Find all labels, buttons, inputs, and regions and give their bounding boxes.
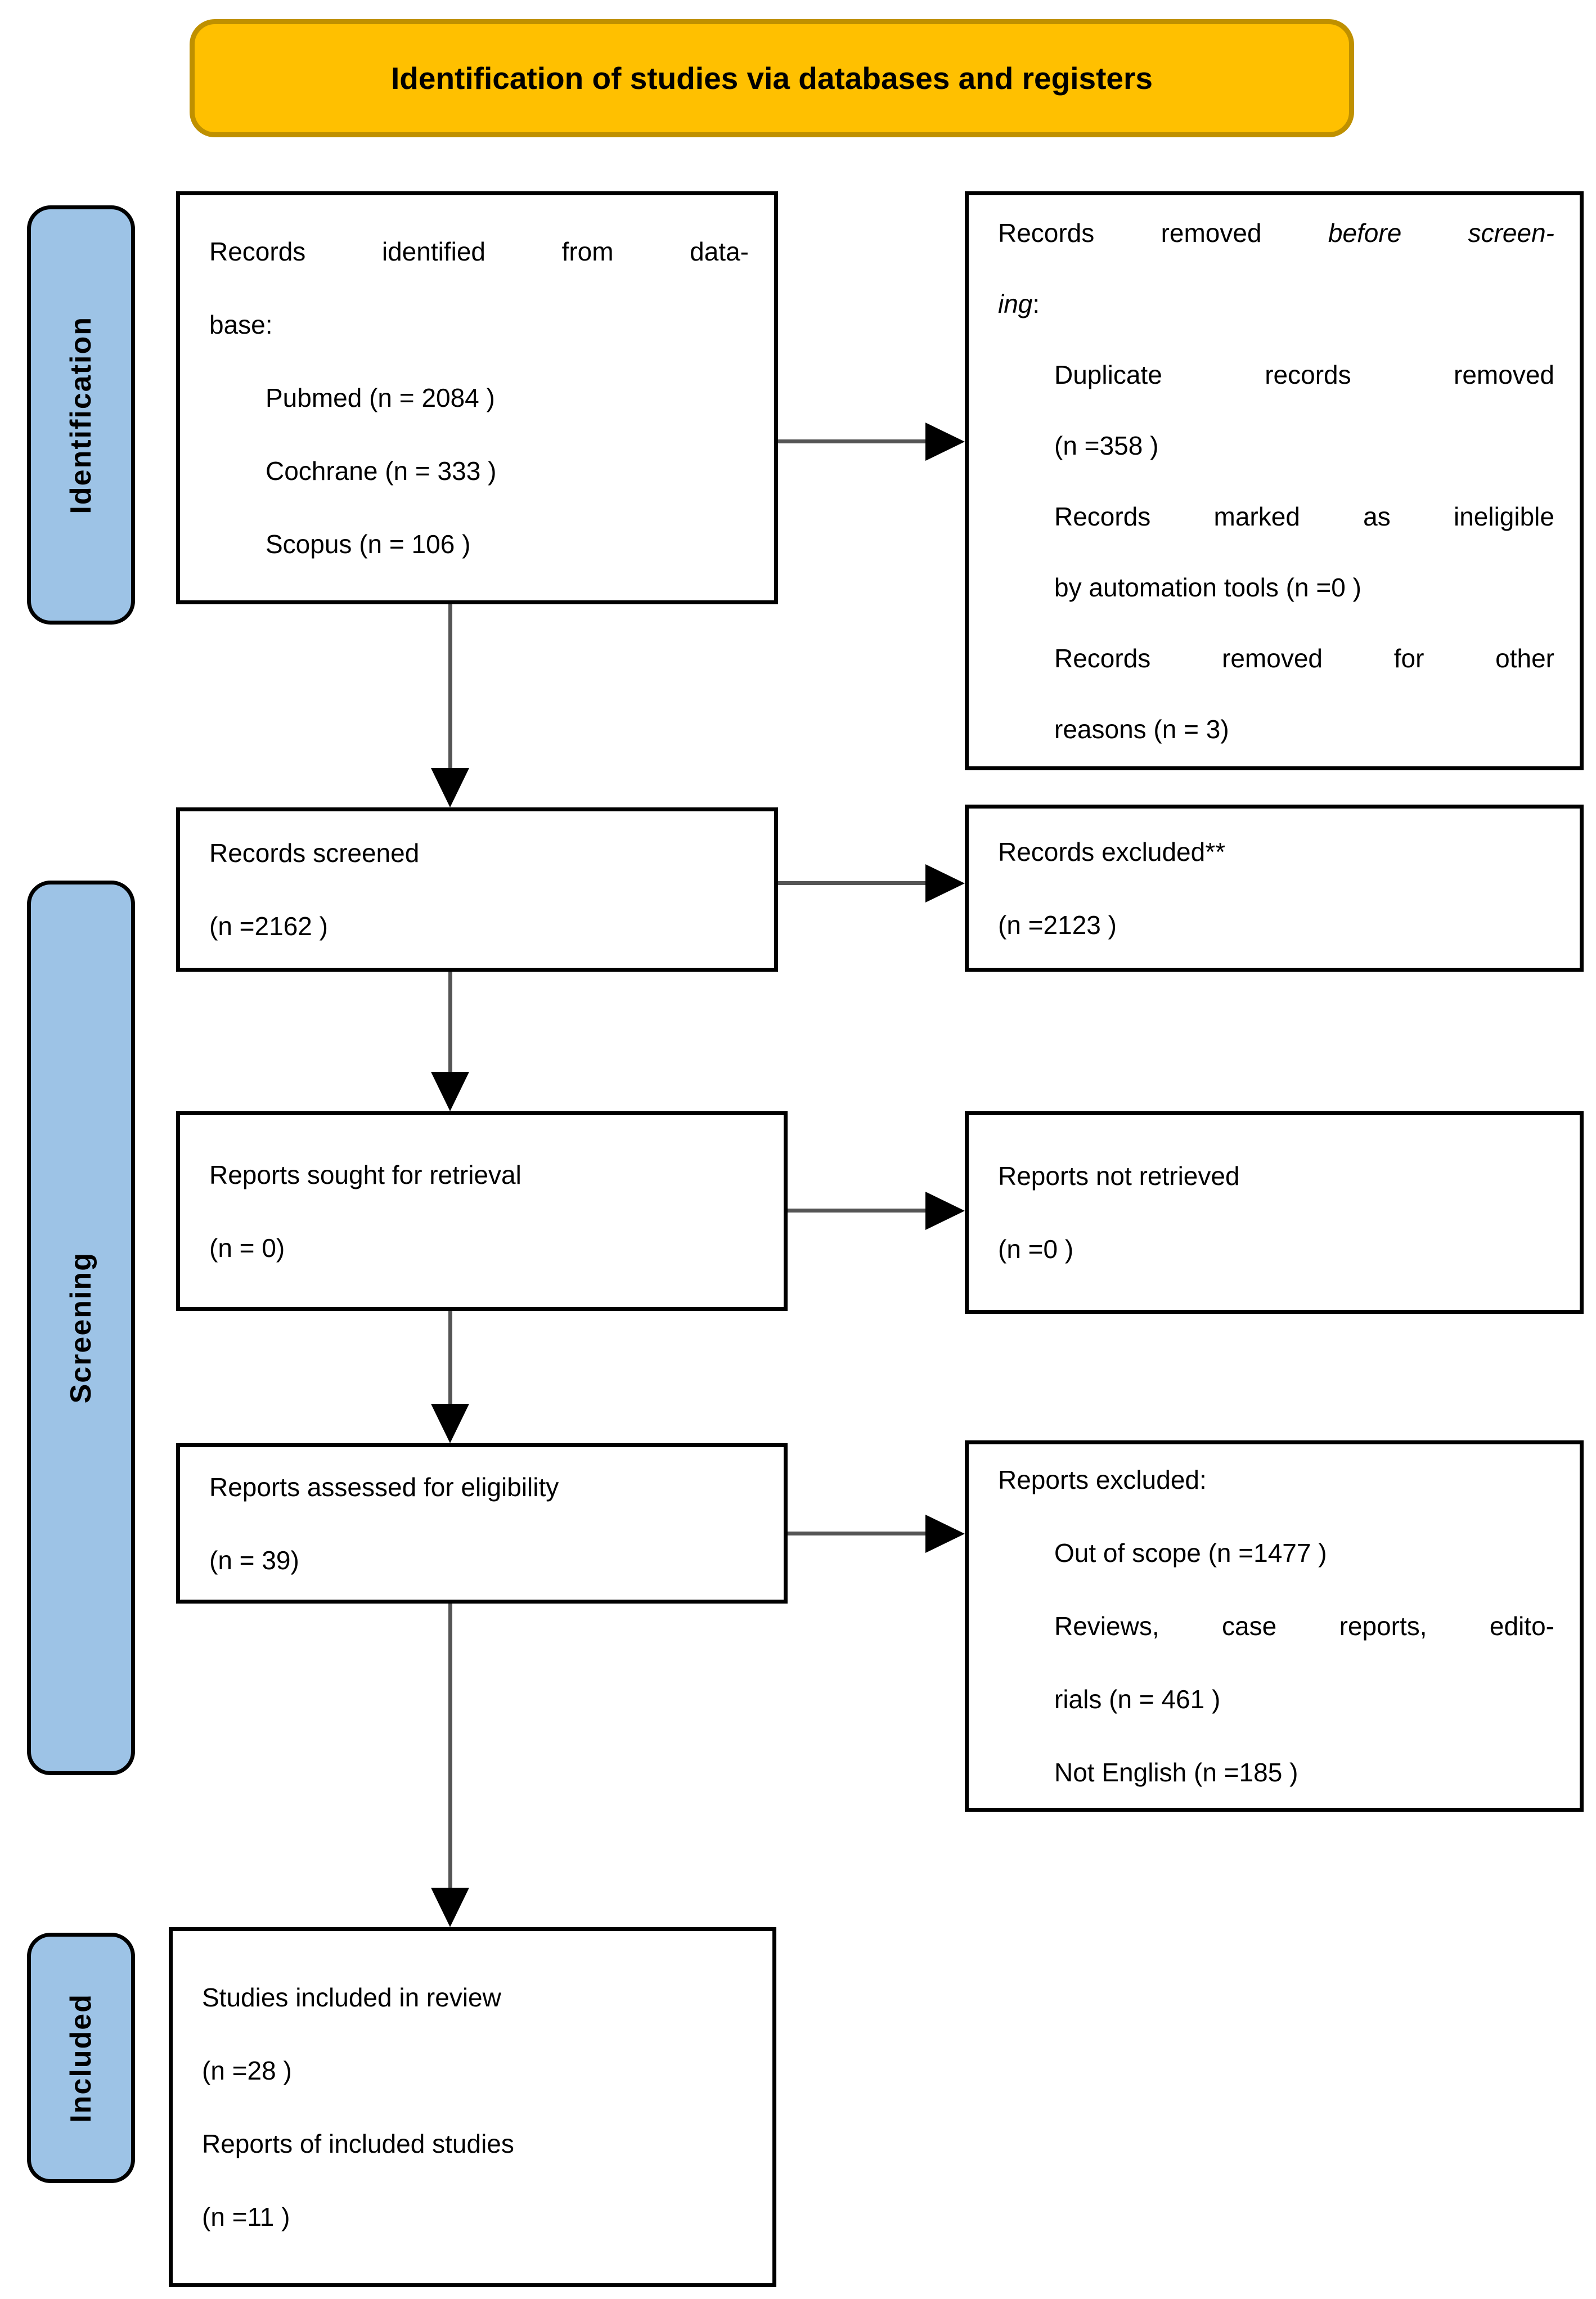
text-segment: reasons (n = 3) bbox=[1054, 714, 1229, 744]
box-studies-included-in-review: Studies included in review (n =28 ) Report… bbox=[169, 1927, 776, 2287]
box-records-identified: Records identified from data-base: Pubmed… bbox=[176, 191, 778, 604]
text-line: Studies included in review bbox=[202, 1961, 747, 2034]
arrow-assessed-to-included-line bbox=[448, 1604, 452, 1890]
text-line: Records excluded** bbox=[998, 815, 1554, 888]
text-line: Reports assessed for eligibility bbox=[209, 1451, 758, 1524]
text-segment: Reports sought for retrieval bbox=[209, 1160, 521, 1189]
text-line: (n =0 ) bbox=[998, 1213, 1554, 1286]
text-segment-italic: before screen- bbox=[1328, 218, 1554, 248]
arrow-screened-to-sought-line bbox=[448, 972, 452, 1074]
text-line: (n =2162 ) bbox=[209, 890, 749, 963]
text-segment: Records removed bbox=[998, 218, 1328, 248]
text-line: Records removed for other bbox=[998, 623, 1554, 694]
text-segment: (n =358 ) bbox=[1054, 430, 1159, 460]
text-line: (n =11 ) bbox=[202, 2180, 747, 2253]
text-line: reasons (n = 3) bbox=[998, 694, 1554, 765]
text-line: Cochrane (n = 333 ) bbox=[209, 434, 749, 508]
text-line: Records identified from data- bbox=[209, 215, 749, 288]
text-segment: Reviews, case reports, edito- bbox=[1054, 1611, 1554, 1641]
box-records-excluded: Records excluded** (n =2123 ) bbox=[965, 805, 1584, 972]
text-segment: Records marked as ineligible bbox=[1054, 501, 1554, 531]
text-line: rials (n = 461 ) bbox=[998, 1663, 1554, 1736]
arrow-screened-to-sought-head bbox=[431, 1072, 469, 1111]
text-line: Records marked as ineligible bbox=[998, 481, 1554, 552]
text-segment: (n = 0) bbox=[209, 1233, 285, 1263]
arrow-assessed-to-reportsexcluded-head bbox=[925, 1515, 965, 1553]
text-segment: Records removed for other bbox=[1054, 643, 1554, 673]
text-line: by automation tools (n =0 ) bbox=[998, 552, 1554, 623]
stage-label-identification-text: Identification bbox=[65, 316, 97, 514]
text-line: Reports excluded: bbox=[998, 1443, 1554, 1516]
text-line: Pubmed (n = 2084 ) bbox=[209, 361, 749, 434]
text-segment: Reports excluded: bbox=[998, 1465, 1207, 1494]
text-segment: (n =2162 ) bbox=[209, 911, 328, 941]
text-segment: (n =0 ) bbox=[998, 1234, 1074, 1264]
arrow-identified-to-screened-line bbox=[448, 604, 452, 770]
text-segment: Records excluded** bbox=[998, 837, 1226, 866]
arrow-assessed-to-included-head bbox=[431, 1888, 469, 1927]
arrow-assessed-to-reportsexcluded-line bbox=[788, 1532, 927, 1535]
text-segment: Studies included in review bbox=[202, 1983, 501, 2012]
box-reports-not-retrieved: Reports not retrieved (n =0 ) bbox=[965, 1111, 1584, 1314]
text-line: Scopus (n = 106 ) bbox=[209, 508, 749, 581]
text-line: Reports sought for retrieval bbox=[209, 1138, 758, 1211]
arrow-screened-to-excluded-head bbox=[925, 864, 965, 902]
text-line: (n = 0) bbox=[209, 1211, 758, 1285]
box-records-removed-before-screening: Records removed before screen-ing: Duplic… bbox=[965, 191, 1584, 770]
box-reports-assessed-for-eligibility: Reports assessed for eligibility (n = 39) bbox=[176, 1443, 788, 1604]
box-reports-excluded: Reports excluded: Out of scope (n =1477 )… bbox=[965, 1440, 1584, 1812]
text-segment: by automation tools (n =0 ) bbox=[1054, 572, 1361, 602]
stage-label-screening: Screening bbox=[27, 881, 135, 1775]
text-segment: (n =2123 ) bbox=[998, 910, 1117, 940]
arrow-identified-to-removed-line bbox=[778, 439, 927, 443]
text-segment: Cochrane (n = 333 ) bbox=[266, 456, 497, 486]
text-line: Records removed before screen- bbox=[998, 197, 1554, 268]
text-segment: (n =28 ) bbox=[202, 2056, 292, 2085]
text-segment: : bbox=[1032, 289, 1040, 318]
box-reports-sought-for-retrieval: Reports sought for retrieval (n = 0) bbox=[176, 1111, 788, 1311]
text-line: (n =358 ) bbox=[998, 410, 1554, 481]
text-line: (n = 39) bbox=[209, 1524, 758, 1597]
arrow-sought-to-assessed-head bbox=[431, 1404, 469, 1443]
text-segment: rials (n = 461 ) bbox=[1054, 1685, 1221, 1714]
text-segment: Records screened bbox=[209, 838, 420, 868]
box-records-screened: Records screened (n =2162 ) bbox=[176, 807, 778, 972]
text-segment: Reports assessed for eligibility bbox=[209, 1472, 559, 1502]
text-segment: Records identified from data- bbox=[209, 237, 749, 266]
stage-label-screening-text: Screening bbox=[65, 1252, 97, 1404]
arrow-identified-to-screened-head bbox=[431, 768, 469, 807]
text-segment: Out of scope (n =1477 ) bbox=[1054, 1538, 1327, 1568]
banner-title: Identification of studies via databases … bbox=[190, 19, 1354, 137]
arrow-sought-to-notretrieved-head bbox=[925, 1192, 965, 1230]
text-line: Reports not retrieved bbox=[998, 1139, 1554, 1213]
text-line: ing: bbox=[998, 268, 1554, 339]
text-segment: Pubmed (n = 2084 ) bbox=[266, 383, 495, 412]
text-line: Records screened bbox=[209, 816, 749, 890]
text-line: Not English (n =185 ) bbox=[998, 1736, 1554, 1809]
text-line: base: bbox=[209, 288, 749, 361]
text-segment: base: bbox=[209, 310, 273, 339]
text-line: Reviews, case reports, edito- bbox=[998, 1589, 1554, 1663]
text-segment: Reports not retrieved bbox=[998, 1161, 1240, 1191]
text-segment: Not English (n =185 ) bbox=[1054, 1758, 1298, 1787]
stage-label-included: Included bbox=[27, 1933, 135, 2183]
text-line: Out of scope (n =1477 ) bbox=[998, 1516, 1554, 1589]
arrow-sought-to-assessed-line bbox=[448, 1311, 452, 1406]
stage-label-identification: Identification bbox=[27, 205, 135, 625]
text-line: (n =2123 ) bbox=[998, 888, 1554, 962]
arrow-identified-to-removed-head bbox=[925, 423, 965, 461]
text-segment: Duplicate records removed bbox=[1054, 360, 1554, 389]
text-line: Reports of included studies bbox=[202, 2107, 747, 2180]
text-line: (n =28 ) bbox=[202, 2034, 747, 2107]
text-line: Duplicate records removed bbox=[998, 339, 1554, 410]
text-segment: (n =11 ) bbox=[202, 2202, 290, 2231]
text-segment: Scopus (n = 106 ) bbox=[266, 529, 471, 559]
text-segment: (n = 39) bbox=[209, 1545, 299, 1575]
text-segment-italic: ing bbox=[998, 289, 1033, 318]
text-segment: Reports of included studies bbox=[202, 2129, 514, 2158]
stage-label-included-text: Included bbox=[65, 1993, 97, 2123]
arrow-screened-to-excluded-line bbox=[778, 881, 927, 885]
arrow-sought-to-notretrieved-line bbox=[788, 1209, 927, 1213]
